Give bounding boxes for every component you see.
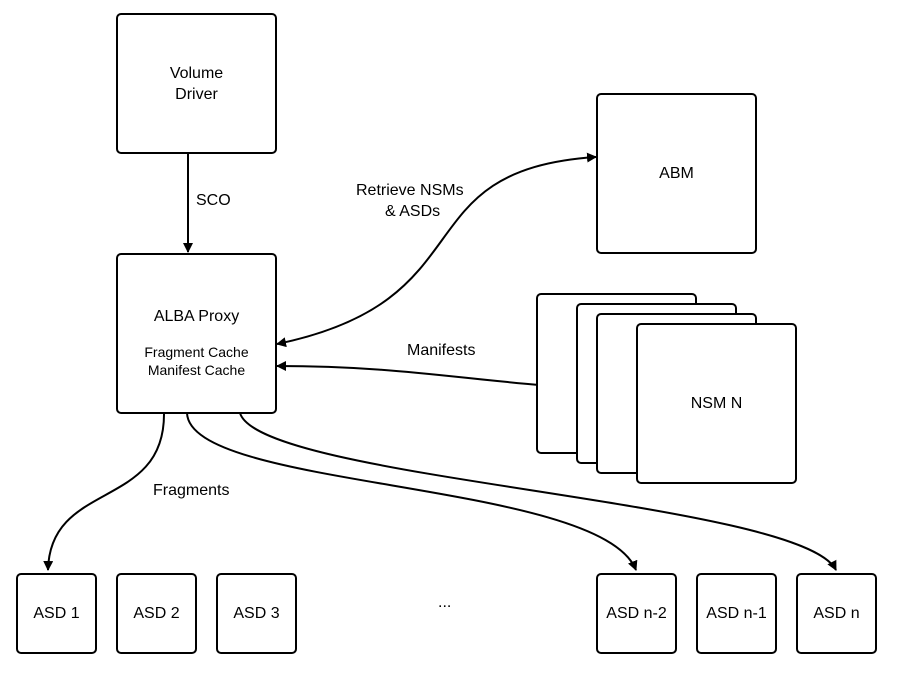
asd-label: ASD n-2 [606,605,667,622]
asd-label: ASD n [813,605,860,622]
asd-node: ASD n [796,573,877,654]
fragments-arrow-asd-n-2 [186,412,638,571]
ellipsis: ... [438,594,452,611]
asd-label: ASD 1 [33,605,80,622]
asd-label: ASD n-1 [706,605,767,622]
asd-node: ASD 1 [16,573,97,654]
alba-proxy-node: ALBA Proxy Fragment Cache Manifest Cache [116,253,277,414]
nsm-n-label: NSM N [690,395,743,412]
fragments-arrow-asd-n [239,412,837,571]
fragments-label: Fragments [153,482,230,499]
asd-label: ASD 2 [133,605,180,622]
asd-node: ASD 3 [216,573,297,654]
manifest-cache-label: Manifest Cache [147,362,246,378]
retrieve-arrow [276,152,597,348]
abm-label: ABM [659,165,694,182]
asd-label: ASD 3 [233,605,280,622]
fragments-arrow-asd-1 [43,412,166,571]
fragment-cache-label: Fragment Cache [144,344,249,360]
sco-label: SCO [196,192,231,209]
retrieve-label-line-2: & ASDs [385,203,441,220]
abm-node: ABM [596,93,757,254]
nsm-n-node: NSM N [636,323,797,484]
volume-driver-node: Volume Driver [116,13,277,154]
asd-node: ASD n-2 [596,573,677,654]
alba-proxy-label: ALBA Proxy [153,308,240,325]
asd-node: ASD 2 [116,573,197,654]
asd-node: ASD n-1 [696,573,777,654]
volume-driver-label: Volume Driver [169,64,224,103]
retrieve-label-line-1: Retrieve NSMs [356,182,464,199]
manifests-label: Manifests [407,342,476,359]
